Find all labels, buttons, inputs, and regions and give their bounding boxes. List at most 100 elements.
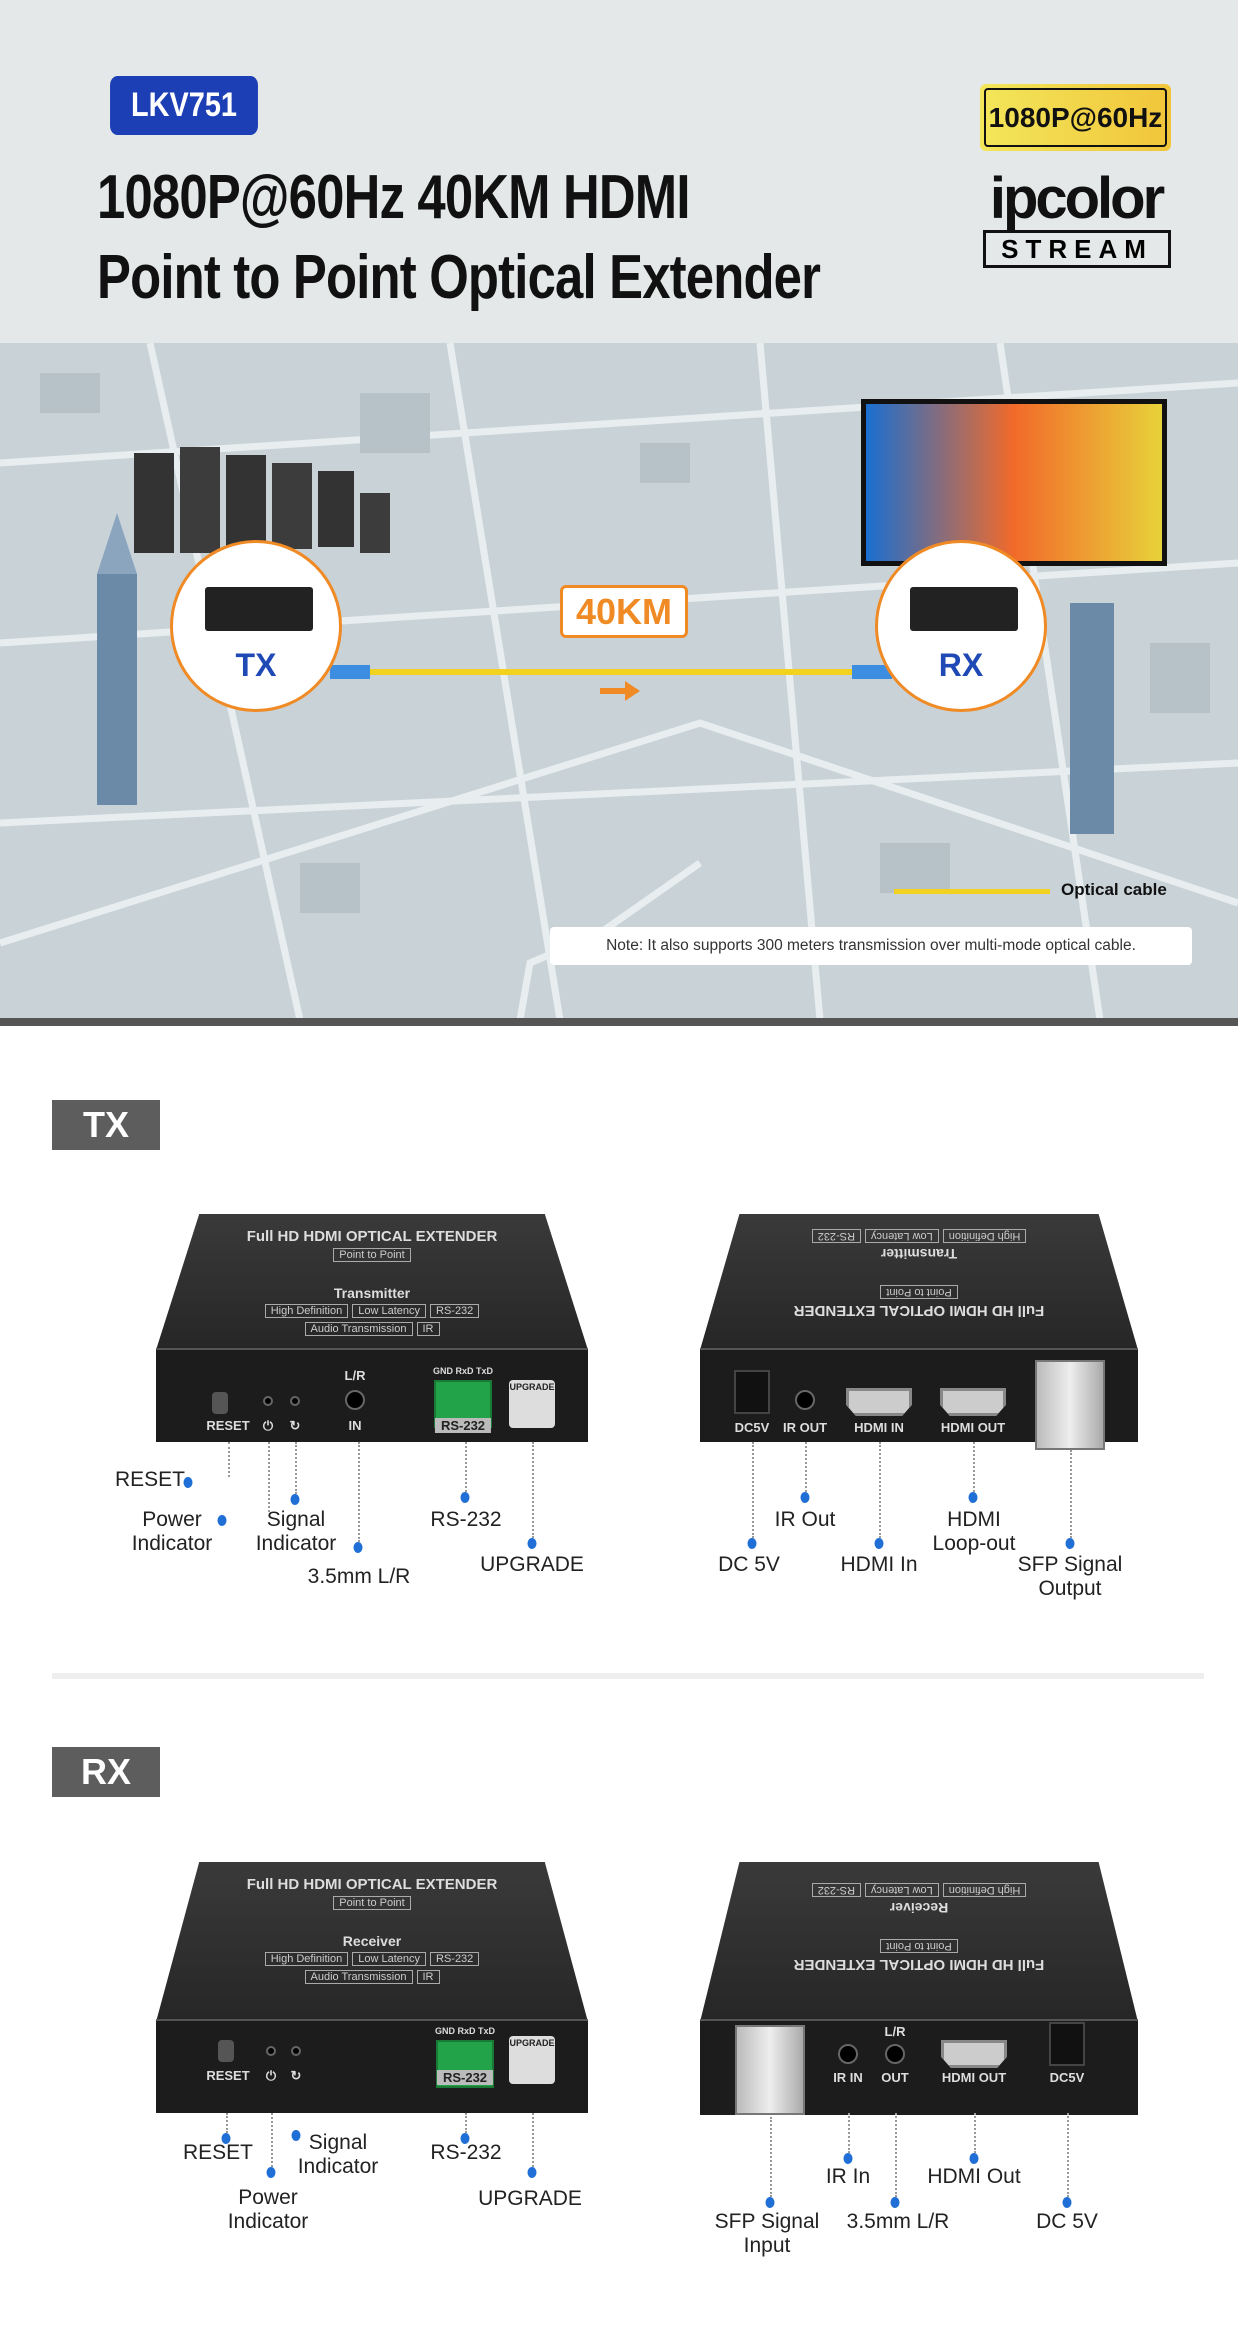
feature: RS-232 xyxy=(811,1883,861,1897)
feature: Low Latency xyxy=(865,1229,939,1243)
label-ir-out: IR Out xyxy=(774,1508,836,1531)
tx-bubble-label: TX xyxy=(235,647,277,683)
label-power-indicator: Power Indicator xyxy=(131,1508,213,1555)
power-symbol-icon: ⏻ xyxy=(262,1418,274,1433)
callout-dot xyxy=(460,2133,470,2144)
upgrade-port-icon xyxy=(509,1380,555,1428)
callout-dot xyxy=(217,1515,227,1526)
callout-dot xyxy=(527,2167,537,2178)
port-label: HDMI OUT xyxy=(941,2070,1007,2085)
label-power-indicator: Power Indicator xyxy=(227,2186,309,2233)
panel-sub: Point to Point xyxy=(333,1896,411,1910)
label-ir-in: IR In xyxy=(825,2165,871,2188)
hero-map: TX RX 40KM Optical cable Note: It also s… xyxy=(0,343,1238,1020)
label-audio: 3.5mm L/R xyxy=(307,1565,411,1588)
label-reset: RESET xyxy=(182,2141,254,2164)
label-audio: 3.5mm L/R xyxy=(846,2210,950,2233)
tower-left-icon xyxy=(97,513,137,805)
label-hdmi-out: HDMI Out xyxy=(927,2165,1021,2188)
port-label: RS-232 xyxy=(434,1418,492,1433)
ir-jack-icon xyxy=(838,2044,858,2064)
port-label: DC5V xyxy=(734,1420,770,1435)
feature: Low Latency xyxy=(352,1304,426,1318)
callout-line xyxy=(974,2113,976,2153)
feature: Low Latency xyxy=(352,1952,426,1966)
callout-line xyxy=(295,1442,297,1494)
server-racks-icon xyxy=(134,447,390,553)
callout-dot xyxy=(290,1494,300,1505)
feature: Low Latency xyxy=(865,1883,939,1897)
port-label: IN xyxy=(348,1418,362,1433)
signal-led-icon xyxy=(291,2046,301,2056)
brand-sub-logo: STREAM xyxy=(983,230,1171,268)
callout-line xyxy=(1067,2113,1069,2197)
callout-line xyxy=(358,1442,360,1542)
legend-label: Optical cable xyxy=(1061,880,1167,899)
label-sfp-output: SFP Signal Output xyxy=(1017,1553,1123,1600)
port-label: RESET xyxy=(206,1418,250,1433)
callout-dot xyxy=(890,2197,900,2208)
port-label: OUT xyxy=(881,2070,909,2085)
model-badge: LKV751 xyxy=(110,76,258,135)
panel-title: Full HD HDMI OPTICAL EXTENDER xyxy=(793,1956,1045,1973)
port-label: UPGRADE xyxy=(509,1382,555,1392)
note-box: Note: It also supports 300 meters transm… xyxy=(550,927,1192,965)
callout-dot xyxy=(874,1538,884,1549)
feature: Audio Transmission xyxy=(304,1322,413,1336)
callout-dot xyxy=(266,2167,276,2178)
feature: High Definition xyxy=(264,1304,349,1318)
page-title-line2: Point to Point Optical Extender xyxy=(97,243,821,312)
callout-dot xyxy=(183,1477,193,1488)
feature: High Definition xyxy=(942,1229,1027,1243)
callout-line xyxy=(532,1442,534,1538)
rx-bubble: RX xyxy=(875,540,1047,712)
dc-jack-icon xyxy=(1049,2022,1085,2066)
label-dc: DC 5V xyxy=(718,1553,780,1576)
distance-label: 40KM xyxy=(560,585,688,638)
feature: IR xyxy=(416,1970,440,1984)
port-label: UPGRADE xyxy=(509,2038,555,2048)
brand-logo: ipcolor xyxy=(989,166,1165,231)
label-signal-indicator: Signal Indicator xyxy=(255,1508,337,1555)
feature: IR xyxy=(416,1322,440,1336)
callout-line xyxy=(465,2113,467,2133)
signal-symbol-icon: ↻ xyxy=(290,2068,302,2083)
callout-dot xyxy=(765,2197,775,2208)
tx-section-tag: TX xyxy=(52,1100,160,1150)
feature: RS-232 xyxy=(430,1304,480,1318)
city-map-illustration xyxy=(0,343,1238,1020)
callout-dot xyxy=(843,2153,853,2164)
callout-dot xyxy=(291,2130,301,2141)
label-rs232: RS-232 xyxy=(430,2141,502,2164)
panel-sub: Point to Point xyxy=(880,1939,958,1953)
port-label: IR OUT xyxy=(782,1420,828,1435)
signal-symbol-icon: ↻ xyxy=(289,1418,301,1433)
audio-jack-icon xyxy=(885,2044,905,2064)
rx-bubble-label: RX xyxy=(938,647,984,683)
port-label: RS-232 xyxy=(436,2070,494,2085)
panel-title: Full HD HDMI OPTICAL EXTENDER xyxy=(793,1302,1045,1319)
power-led-icon xyxy=(263,1396,273,1406)
sfp-module-icon xyxy=(1035,1360,1105,1450)
callout-line xyxy=(895,2113,897,2197)
callout-line xyxy=(1070,1450,1072,1538)
dc-jack-icon xyxy=(734,1370,770,1414)
callout-dot xyxy=(1065,1538,1075,1549)
signal-led-icon xyxy=(290,1396,300,1406)
panel-name: Transmitter xyxy=(880,1246,958,1262)
tx-bubble: TX xyxy=(170,540,342,712)
ir-jack-icon xyxy=(795,1390,815,1410)
rx-section-tag: RX xyxy=(52,1747,160,1797)
page-title-line1: 1080P@60Hz 40KM HDMI xyxy=(97,163,690,232)
panel-name: Receiver xyxy=(342,1933,402,1949)
callout-line xyxy=(271,2113,273,2167)
panel-title: Full HD HDMI OPTICAL EXTENDER xyxy=(246,1228,498,1245)
port-label: L/R xyxy=(884,2024,906,2039)
callout-dot xyxy=(221,2133,231,2144)
hdmi-in-port-icon xyxy=(846,1388,912,1416)
direction-arrow-icon xyxy=(600,681,640,701)
callout-dot xyxy=(800,1492,810,1503)
port-label: IR IN xyxy=(833,2070,863,2085)
label-signal-indicator: Signal Indicator xyxy=(297,2131,379,2178)
resolution-text: 1080P@60Hz xyxy=(984,88,1167,147)
